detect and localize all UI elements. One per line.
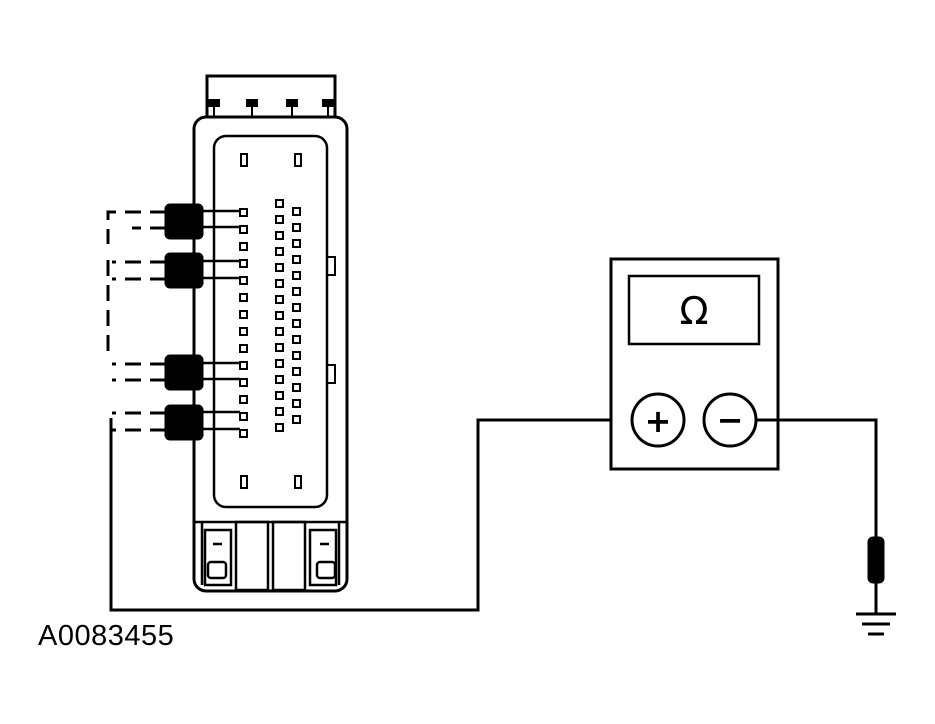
connector-module xyxy=(192,74,349,593)
pin-cavity xyxy=(239,412,248,421)
ground-probe xyxy=(867,536,885,584)
probe-group-3 xyxy=(112,362,166,382)
pin-cavity xyxy=(239,361,248,370)
pin-cavity xyxy=(275,311,284,320)
probe-group-2 xyxy=(106,260,166,355)
pin-cavity xyxy=(292,271,301,280)
pin-cavity xyxy=(239,208,248,217)
pin-cavity xyxy=(292,399,301,408)
pin-cavity xyxy=(275,247,284,256)
module-bottom-latch xyxy=(200,520,341,592)
pin-cavity xyxy=(275,279,284,288)
pin-cavity xyxy=(239,259,248,268)
pin-cavities xyxy=(239,199,301,438)
pin-cavity xyxy=(292,287,301,296)
pin-cavity xyxy=(275,263,284,272)
pin-cavity xyxy=(275,391,284,400)
pin-cavity xyxy=(292,415,301,424)
ground-icon xyxy=(856,612,896,636)
probe-plug-2 xyxy=(164,252,240,289)
ohmmeter: Ω + − xyxy=(609,257,780,471)
module-top-pins xyxy=(208,99,334,118)
pin-cavity xyxy=(275,295,284,304)
pin-cavity xyxy=(239,378,248,387)
probe-plug-3 xyxy=(164,354,240,391)
module-face xyxy=(212,134,329,509)
positive-terminal-label: + xyxy=(645,402,672,440)
pin-cavity xyxy=(239,242,248,251)
pin-cavity xyxy=(292,335,301,344)
probe-group-4 xyxy=(112,411,166,432)
pin-cavity xyxy=(275,215,284,224)
pin-cavity xyxy=(239,327,248,336)
module-top-cap xyxy=(205,74,337,122)
pin-cavity xyxy=(239,429,248,438)
pin-cavity xyxy=(292,239,301,248)
pin-cavity xyxy=(239,225,248,234)
pin-cavity xyxy=(275,359,284,368)
pin-cavity xyxy=(239,276,248,285)
pin-cavity xyxy=(239,310,248,319)
positive-terminal[interactable] xyxy=(630,392,686,448)
pin-cavity xyxy=(239,293,248,302)
pin-cavity xyxy=(292,319,301,328)
pin-cavity xyxy=(275,343,284,352)
pin-cavity xyxy=(239,395,248,404)
probe-plugs xyxy=(164,203,240,441)
probe-plug-1 xyxy=(164,203,240,240)
module-body xyxy=(192,115,349,593)
pin-cavity xyxy=(275,375,284,384)
pin-cavity xyxy=(239,344,248,353)
pin-cavity xyxy=(292,207,301,216)
pin-cavity xyxy=(292,351,301,360)
negative-terminal-label: − xyxy=(717,401,744,439)
common-lead xyxy=(109,418,630,612)
pin-cavity xyxy=(275,423,284,432)
pin-cavity xyxy=(292,367,301,376)
ohmmeter-display-symbol: Ω xyxy=(679,289,708,333)
pin-cavity xyxy=(292,255,301,264)
pin-cavity xyxy=(275,407,284,416)
probe-group-1 xyxy=(106,210,166,244)
ground-lead xyxy=(756,418,885,614)
ohmmeter-display xyxy=(627,274,761,346)
pin-cavity xyxy=(292,303,301,312)
figure-reference: A0083455 xyxy=(38,620,175,652)
pin-cavity xyxy=(275,231,284,240)
pin-cavity xyxy=(292,383,301,392)
jumper-leads xyxy=(106,210,630,612)
pin-cavity xyxy=(275,199,284,208)
probe-plug-4 xyxy=(164,404,240,441)
pin-cavity xyxy=(292,223,301,232)
pin-cavity xyxy=(275,327,284,336)
